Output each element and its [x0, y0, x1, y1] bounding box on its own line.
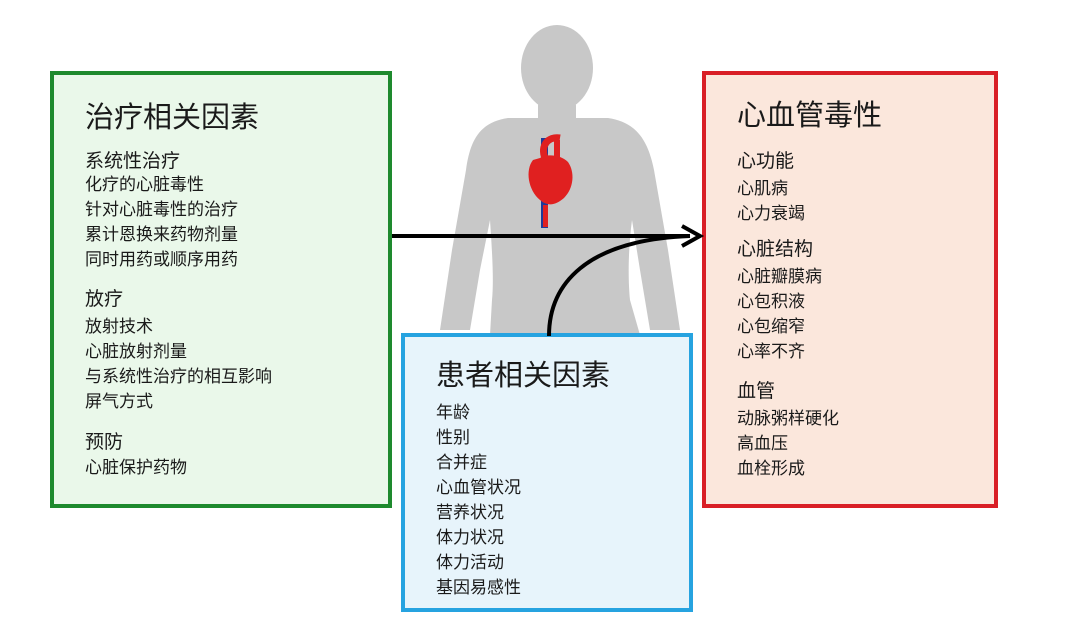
list-item: 心脏保护药物	[85, 458, 187, 478]
list-item: 心脏瓣膜病	[737, 267, 822, 287]
prevention-list: 心脏保护药物	[85, 456, 187, 481]
arrow-head-icon	[681, 224, 705, 248]
treatment-factors-box: 治疗相关因素 系统性治疗 化疗的心脏毒性 针对心脏毒性的治疗 累计恩换来药物剂量…	[50, 71, 392, 508]
cardiac-function-list: 心肌病 心力衰竭	[737, 177, 805, 227]
list-item: 针对心脏毒性的治疗	[85, 200, 238, 220]
list-item: 心率不齐	[737, 342, 805, 362]
list-item: 心脏放射剂量	[85, 342, 187, 362]
list-item: 血栓形成	[737, 459, 805, 479]
heart-icon	[528, 134, 573, 228]
list-item: 营养状况	[436, 503, 504, 523]
list-item: 体力活动	[436, 553, 504, 573]
list-item: 同时用药或顺序用药	[85, 250, 238, 270]
cardiac-function-heading: 心功能	[737, 150, 795, 172]
list-item: 年龄	[436, 403, 470, 423]
list-item: 心包积液	[737, 292, 805, 312]
prevention-heading: 预防	[85, 431, 124, 453]
list-item: 合并症	[436, 453, 487, 473]
list-item: 化疗的心脏毒性	[85, 175, 204, 195]
patient-factors-box: 患者相关因素 年龄 性别 合并症 心血管状况 营养状况 体力状况 体力活动 基因…	[401, 333, 693, 612]
patient-factors-title: 患者相关因素	[436, 358, 611, 392]
cardiovascular-toxicity-title: 心血管毒性	[737, 98, 883, 132]
radiotherapy-heading: 放疗	[85, 288, 124, 310]
list-item: 高血压	[737, 434, 788, 454]
list-item: 基因易感性	[436, 578, 521, 598]
list-item: 累计恩换来药物剂量	[85, 225, 238, 245]
systemic-therapy-list: 化疗的心脏毒性 针对心脏毒性的治疗 累计恩换来药物剂量 同时用药或顺序用药	[85, 173, 238, 273]
list-item: 性别	[436, 428, 470, 448]
patient-factors-list: 年龄 性别 合并症 心血管状况 营养状况 体力状况 体力活动 基因易感性	[436, 401, 521, 601]
treatment-factors-title: 治疗相关因素	[85, 100, 260, 134]
systemic-therapy-heading: 系统性治疗	[85, 150, 181, 172]
list-item: 放射技术	[85, 317, 153, 337]
patient-to-toxicity-arrow	[547, 234, 691, 337]
cardiovascular-toxicity-box: 心血管毒性 心功能 心肌病 心力衰竭 心脏结构 心脏瓣膜病 心包积液 心包缩窄 …	[702, 71, 998, 508]
list-item: 心包缩窄	[737, 317, 805, 337]
list-item: 与系统性治疗的相互影响	[85, 367, 272, 387]
radiotherapy-list: 放射技术 心脏放射剂量 与系统性治疗的相互影响 屏气方式	[85, 315, 272, 415]
cardiac-structure-list: 心脏瓣膜病 心包积液 心包缩窄 心率不齐	[737, 265, 822, 365]
list-item: 心力衰竭	[737, 204, 805, 224]
cardiac-structure-heading: 心脏结构	[737, 238, 814, 260]
list-item: 体力状况	[436, 528, 504, 548]
list-item: 动脉粥样硬化	[737, 409, 839, 429]
vessels-heading: 血管	[737, 380, 776, 402]
list-item: 心血管状况	[436, 478, 521, 498]
list-item: 屏气方式	[85, 392, 153, 412]
vessels-list: 动脉粥样硬化 高血压 血栓形成	[737, 407, 839, 482]
list-item: 心肌病	[737, 179, 788, 199]
